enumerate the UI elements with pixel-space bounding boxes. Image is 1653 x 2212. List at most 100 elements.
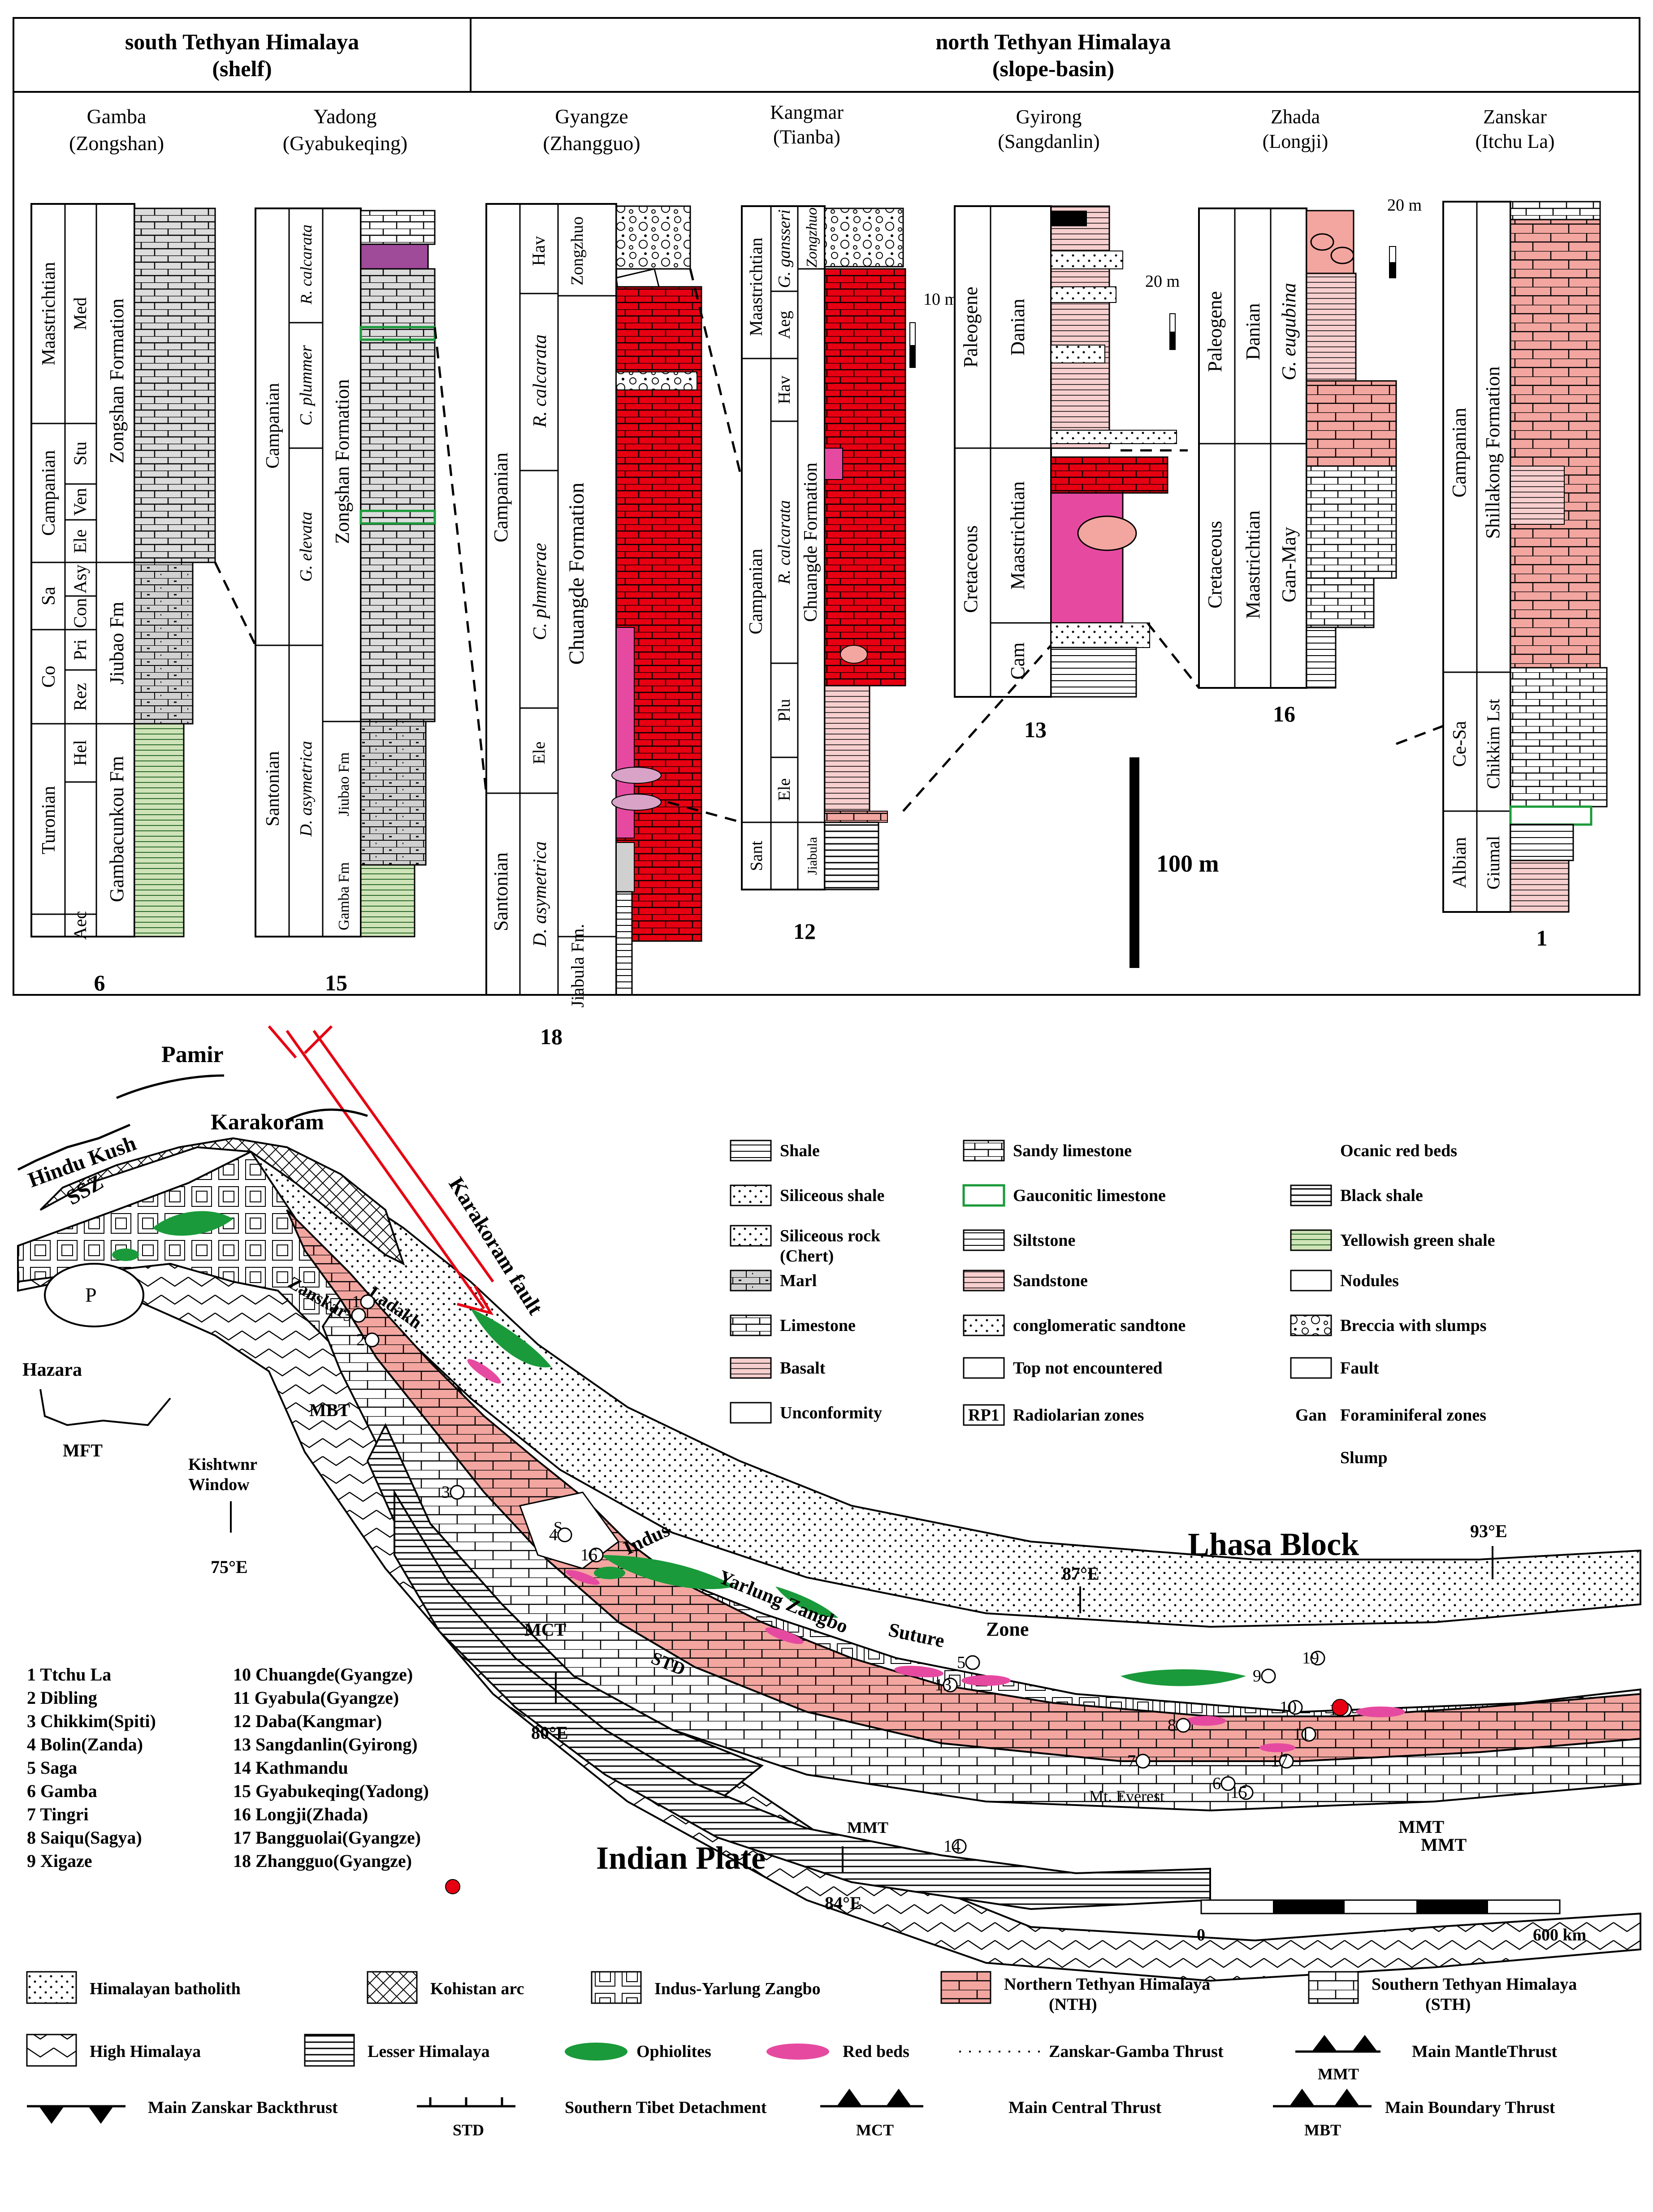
map-point-zhangguo xyxy=(1332,1699,1349,1716)
s12-zone-plu: Plu xyxy=(775,699,794,722)
s12-scale-label: 10 m xyxy=(923,290,958,309)
s13-era-paleogene: Paleogene xyxy=(960,287,982,368)
legend-lith-19: Nodules xyxy=(1340,1271,1399,1290)
map-point-label-10: 19 xyxy=(1302,1649,1319,1668)
s16-stage-maastrichtian: Maastrichtian xyxy=(1242,510,1264,619)
legend-lith-1: Siliceous shale xyxy=(780,1186,884,1205)
map-point-4 xyxy=(557,1527,572,1542)
map-label-indian-plate: Indian Plate xyxy=(596,1840,766,1876)
s13-stage-danian: Danian xyxy=(1007,298,1029,355)
map-label-mft: MFT xyxy=(63,1440,103,1460)
locality-6: 6 Gamba xyxy=(27,1781,97,1801)
locality-13: 13 Sangdanlin(Gyirong) xyxy=(233,1734,418,1754)
locality-7: 7 Tingri xyxy=(27,1804,88,1824)
s12-fm-zongzhuo: Zongzhuo xyxy=(804,207,820,268)
section-15-sub: (Gyabukeqing) xyxy=(283,132,407,155)
map-label-mct: MCT xyxy=(524,1620,567,1640)
s15-fm-jiubao: Jiubao Fm xyxy=(336,752,352,817)
himalayan-batholith-unit xyxy=(249,1146,1641,1628)
ophiolites xyxy=(112,1211,1246,1686)
map-point-17 xyxy=(1238,1785,1254,1800)
legend-map-swatch-iyz xyxy=(591,1971,642,2004)
map-point-3 xyxy=(450,1485,465,1500)
s12-stage-sant: Sant xyxy=(747,841,766,871)
locality-3: 3 Chikkim(Spiti) xyxy=(27,1711,156,1731)
lesser-himalaya-south xyxy=(394,1489,1211,1910)
legend-lith-12: conglomeratic sandtone xyxy=(1013,1316,1186,1335)
locality-18: 18 Zhangguo(Gyangze) xyxy=(233,1851,412,1871)
s13-magenta-shale xyxy=(1050,492,1124,624)
s6-zone-aec: Aec xyxy=(70,911,90,940)
column-section-13: Paleogene Cretaceous Danian Maastrichtia… xyxy=(954,205,1180,742)
s12-zone-hav: Hav xyxy=(775,376,794,404)
s12-zone-rcalcarata: R. calcarata xyxy=(775,500,794,585)
header-north-line2: (slope-basin) xyxy=(992,56,1114,81)
legend-map-5: Southern Tethyan Himalaya xyxy=(1372,1975,1577,1994)
s16-nodule-2 xyxy=(1330,246,1354,264)
s16-stage-danian: Danian xyxy=(1242,303,1264,360)
s15-zone-gelevata: G. elevata xyxy=(297,512,316,582)
s6-zone-stu: Stu xyxy=(70,441,90,465)
legend-map-swatch-nth xyxy=(940,1971,991,2004)
section-1-name: Zanskar xyxy=(1483,106,1547,128)
legend-lith-24: Slump xyxy=(1340,1448,1388,1467)
map-point-label-16: 6 xyxy=(1212,1774,1221,1793)
s13-danian-pink-shale xyxy=(1050,205,1110,449)
legend-swatch-7 xyxy=(730,1402,772,1424)
map-point-14 xyxy=(1279,1754,1294,1769)
locality-11: 11 Gyabula(Gyangze) xyxy=(233,1688,399,1708)
map-scale-zero: 0 xyxy=(1197,1926,1205,1944)
legend-map-19: MBT xyxy=(1304,2121,1341,2139)
s18-zone-ele: Ele xyxy=(530,742,549,765)
map-point-label-4: 4 xyxy=(549,1525,558,1544)
s6-fm-jiubao: Jiubao Fm xyxy=(106,602,128,685)
map-point-9 xyxy=(1288,1700,1303,1715)
s18-zone-cplmmerae: C. plmmerae xyxy=(530,543,550,640)
s6-stage-sa: Sa xyxy=(39,587,59,605)
legend-map-2: Indus-Yarlung Zangbo xyxy=(654,1979,821,1998)
top-panel-frame xyxy=(13,17,1640,996)
longitude-ticks xyxy=(230,1501,1493,1873)
legend-map-1: Kohistan arc xyxy=(430,1979,524,1998)
header-south-line1: south Tethyan Himalaya xyxy=(125,29,359,54)
map-point-5 xyxy=(589,1547,604,1563)
section-12-sub: (Tianba) xyxy=(773,126,840,148)
red-beds xyxy=(467,1359,1405,1752)
s18-zone-hav: Hav xyxy=(528,236,549,266)
s6-fm-gambacunkou: Gambacunkou Fm xyxy=(106,756,128,902)
s1-glauconitic-bed xyxy=(1509,805,1592,826)
s15-jiubao-marl xyxy=(360,721,427,866)
legend-swatch-21 xyxy=(1290,1357,1332,1379)
s15-glauconitic-bed-2 xyxy=(359,510,436,525)
legend-map-17: MCT xyxy=(856,2121,894,2139)
s15-fm-gamba: Gamba Fm xyxy=(336,862,352,930)
stratigraphic-columns-panel: south Tethyan Himalaya (shelf) north Tet… xyxy=(13,17,1640,1049)
map-point-label-0: 1 xyxy=(352,1292,360,1311)
s16-era-paleogene: Paleogene xyxy=(1204,291,1226,372)
legend-swatch-12 xyxy=(963,1314,1005,1336)
kohistan-arc-unit xyxy=(39,1137,405,1266)
s6-stage-campanian: Campanian xyxy=(39,450,59,536)
legend-lith-15: Radiolarian zones xyxy=(1013,1406,1144,1425)
map-label-mt-everest: Mt. Everest xyxy=(1089,1787,1164,1805)
s16-pink-limestone xyxy=(1306,380,1397,467)
s1-fm-chikkim: Chikkim Lst xyxy=(1483,699,1503,789)
s1-stage-cesa: Ce-Sa xyxy=(1450,721,1470,767)
section-13-sub: (Sangdanlin) xyxy=(998,130,1099,152)
map-point-15 xyxy=(1135,1754,1151,1769)
legend-lith-16: Ocanic red beds xyxy=(1340,1141,1457,1160)
s15-zone-dasymetrica: D. asymetrica xyxy=(297,741,316,837)
map-point-label-15: 7 xyxy=(1127,1752,1136,1771)
legend-lith-23: Foraminiferal zones xyxy=(1340,1406,1486,1425)
column-section-16: Paleogene Cretaceous Danian Maastrichtia… xyxy=(1198,196,1422,726)
legend-swatch-1 xyxy=(730,1184,772,1206)
map-point-label-3: 3 xyxy=(441,1483,450,1502)
s13-red-limestone xyxy=(1050,456,1168,494)
legend-map-16: Southern Tibet Detachment xyxy=(565,2098,767,2117)
map-point-18 xyxy=(952,1839,967,1854)
map-point-label-18: 14 xyxy=(943,1837,961,1856)
locality-4: 4 Bolin(Zanda) xyxy=(27,1734,143,1754)
s13-number: 13 xyxy=(1024,717,1047,742)
